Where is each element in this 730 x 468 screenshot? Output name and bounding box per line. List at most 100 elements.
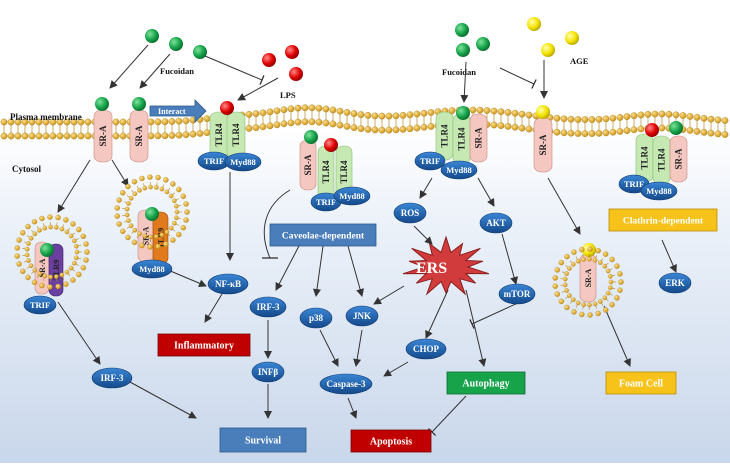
bound-lps: [645, 123, 659, 137]
caspase-3-node: Caspase-3: [320, 374, 372, 394]
sra-receptor-2: SR-A: [130, 110, 148, 162]
fucoidan-particle: [193, 45, 207, 59]
sra-receptor-6: SR-A: [670, 136, 687, 182]
irf-3-node-left: IRF-3: [92, 368, 132, 388]
tlr4-receptor-8: TLR4: [653, 136, 670, 184]
myd88-adaptor-3-label: Myd88: [446, 165, 472, 175]
ros-node-label: ROS: [401, 208, 420, 218]
tlr4-receptor-3-label: TLR4: [321, 160, 331, 184]
tlr4-receptor-3: TLR4: [318, 146, 334, 198]
erk-node: ERK: [659, 273, 691, 293]
fucoidan-particle: [455, 23, 469, 37]
infb-node: INFβ: [252, 362, 284, 382]
sra-receptor-2-label: SR-A: [134, 125, 144, 147]
clathrin-dependent-box-label: Clathrin-dependent: [623, 217, 704, 227]
trif-adaptor-5-label: TRIF: [30, 300, 50, 310]
sra-receptor-1-label: SR-A: [98, 125, 108, 147]
sra-receptor-1: SR-A: [94, 110, 112, 162]
tlr4-receptor-8-label: TLR4: [657, 148, 667, 172]
myd88-adaptor-4-label: Myd88: [646, 186, 672, 196]
caveolae-dependent-box: Caveolae-dependent: [270, 224, 376, 246]
inhibit-fucoidan-lps: [205, 56, 262, 80]
tlr4-receptor-2-label: TLR4: [231, 123, 241, 147]
nf-kb-node: NF-κB: [208, 274, 248, 294]
survival-box: Survival: [220, 428, 306, 452]
bound-fucoidan: [95, 97, 109, 111]
autophagy-box: Autophagy: [447, 372, 525, 394]
tlr4-receptor-1-label: TLR4: [214, 123, 224, 147]
fucoidan-particle: [456, 43, 470, 57]
mtor-node-label: mTOR: [504, 289, 531, 299]
lps-particle: [262, 53, 276, 67]
age-label: AGE: [570, 56, 589, 66]
fucoidan-particle: [476, 37, 490, 51]
myd88-adaptor-1: Myd88: [225, 153, 261, 171]
inhibition-bar: [260, 75, 264, 84]
inflammatory-box: Inflammatory: [158, 334, 250, 356]
chop-node: CHOP: [406, 339, 446, 359]
sra-receptor-5-label: SR-A: [538, 134, 548, 156]
cytosol-label: Cytosol: [12, 164, 41, 174]
trif-adaptor-1-label: TRIF: [204, 156, 224, 166]
tlr4-receptor-1: TLR4: [210, 112, 228, 158]
bound-fucoidan: [132, 97, 146, 111]
sra-receptor-3: SR-A: [300, 140, 316, 190]
fucoidan-particle: [169, 37, 183, 51]
tlr4-receptor-7: TLR4: [636, 134, 653, 182]
interact-label: Interact: [158, 107, 186, 116]
infb-node-label: INFβ: [258, 367, 278, 377]
chop-node-label: CHOP: [413, 344, 440, 354]
irf-3-node-middle: IRF-3: [250, 297, 286, 317]
akt-node: AKT: [480, 213, 512, 233]
fucoidan-label-left: Fucoidan: [160, 66, 194, 76]
sra-receptor-3-label: SR-A: [303, 154, 313, 176]
ros-node: ROS: [394, 203, 426, 223]
plasma-membrane-label: Plasma membrane: [10, 112, 82, 122]
bound-fucoidan: [456, 106, 470, 120]
foam-cell-box-label: Foam Cell: [619, 379, 663, 390]
nf-kb-node-label: NF-κB: [215, 279, 241, 289]
myd88-adaptor-3: Myd88: [441, 161, 477, 179]
bound-fucoidan: [304, 130, 318, 144]
arrow-lps-to-tlr4: [238, 78, 278, 100]
trif-adaptor-5: TRIF: [24, 296, 56, 314]
bound-lps: [220, 101, 234, 115]
ligands: [145, 17, 579, 81]
trif-adaptor-2-label: TRIF: [316, 197, 336, 207]
tlr4-receptor-4-label: TLR4: [339, 160, 349, 184]
irf-3-node-middle-label: IRF-3: [257, 302, 280, 312]
age-particle: [527, 17, 541, 31]
sra-receptor-4-label: SR-A: [474, 127, 484, 149]
bound-fucoidan: [669, 121, 683, 135]
fucoidan-label-right: Fucoidan: [442, 67, 476, 77]
bound-lps: [324, 138, 338, 152]
p38-node-label: p38: [309, 313, 324, 323]
inflammatory-box-label: Inflammatory: [174, 341, 234, 352]
lps-particle: [285, 45, 299, 59]
myd88-adaptor-5: Myd88: [132, 260, 172, 278]
tlr4-receptor-5: TLR4: [436, 112, 453, 160]
tlr4-receptor-7-label: TLR4: [640, 146, 650, 170]
sra-receptor-5: SR-A: [534, 118, 552, 172]
tlr4-receptor-5-label: TLR4: [440, 124, 450, 148]
jnk-node: JNK: [346, 306, 378, 326]
caveolae-dependent-box-label: Caveolae-dependent: [282, 232, 365, 242]
autophagy-box-label: Autophagy: [462, 379, 509, 390]
myd88-adaptor-5-label: Myd88: [139, 264, 165, 274]
ers-label: ERS: [416, 260, 447, 277]
caspase-3-node-label: Caspase-3: [326, 379, 366, 389]
bound-fucoidan: [145, 207, 159, 221]
survival-box-label: Survival: [245, 436, 281, 447]
fucoidan-particle: [145, 29, 159, 43]
p38-node: p38: [300, 308, 332, 328]
inhibition-bar: [532, 79, 536, 88]
myd88-adaptor-2-label: Myd88: [339, 191, 365, 201]
foam-cell-box: Foam Cell: [606, 372, 676, 394]
irf-3-node-left-label: IRF-3: [101, 373, 124, 383]
cytosol-background: [0, 128, 730, 463]
myd88-adaptor-2: Myd88: [334, 187, 370, 205]
mtor-node: mTOR: [499, 284, 535, 304]
sra-receptor-4: SR-A: [470, 114, 487, 162]
